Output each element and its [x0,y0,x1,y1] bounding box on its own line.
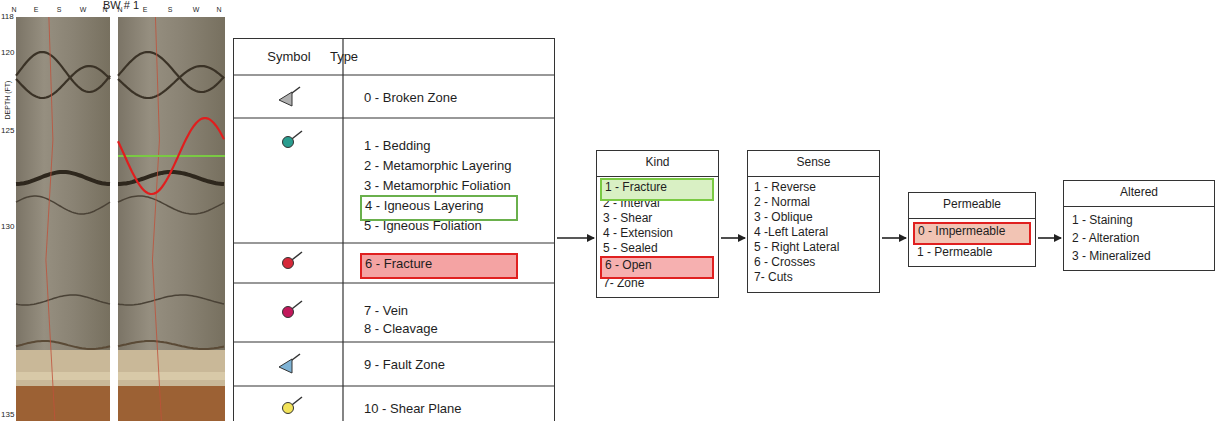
header-text: Permeable [909,197,1035,211]
flow-arrow [721,237,745,239]
compass-mark: S [168,6,173,14]
altered-box: Altered 1 - Staining 2 - Alteration 3 - Min… [1063,180,1215,271]
header-rule [748,176,879,177]
highlight-box: 4 - Igneous Layering [360,195,518,221]
fracture-symbol [283,252,303,269]
compass-mark: E [143,6,148,14]
compass-mark: N [216,6,221,14]
depth-tick: 125 [1,126,14,136]
permeable-box: Permeable 1 - Permeable 0 - Impermeable [908,192,1036,267]
vein-symbol [283,301,303,318]
header-text: Kind [597,155,718,169]
depth-tick: 135 [1,410,14,420]
header-rule [597,176,718,177]
rock-trace [152,17,161,421]
header-text: Type [238,49,450,65]
item-text: 0 - Impermeable [918,224,1005,238]
igneous-layer-trace [118,155,225,157]
depth-tick: 120 [1,48,14,58]
item-text: 1 - Bedding [364,138,431,154]
item-text: 1 - Staining [1072,213,1133,227]
rock-trace [46,17,55,421]
item-text: 3 - Shear [603,211,652,225]
axis-title: DEPTH (FT) [4,81,12,120]
item-text: 4 - Igneous Layering [365,198,484,214]
kind-box: Kind2 - Interval3 - Shear4 - Extension5 … [596,150,719,298]
rock-trace [16,66,110,98]
broken-zone-symbol [279,87,300,106]
table-grid [233,38,555,421]
item-text: 7 - Vein [364,303,408,319]
borehole-strip [16,17,110,421]
header-text: Sense [748,155,879,169]
borehole-strip [118,17,225,421]
highlight-box: 1 - Fracture [600,178,714,201]
sense-box: Sense 1 - Reverse2 - Normal3 - Oblique4 -… [747,150,880,293]
item-text: 1 - Permeable [917,245,992,259]
flow-arrow [1038,237,1061,239]
rock-trace [16,172,110,184]
item-text: 2 - Normal [754,195,810,209]
item-text: 0 - Broken Zone [364,90,457,106]
type-table: SymbolType 0 - Broken Zone 1 - Bedding 2 - … [233,38,555,421]
item-text: 7- Cuts [754,270,793,284]
bedding-symbol [283,131,303,148]
header-rule [909,218,1035,219]
rock-trace [118,341,224,349]
item-text: 10 - Shear Plane [364,401,462,417]
item-text: 3 - Metamorphic Foliation [364,178,511,194]
highlight-box: 6 - Open [600,256,714,279]
item-text: 6 - Open [605,258,652,272]
compass-mark: N [102,6,107,14]
highlight-box: 6 - Fracture [360,253,518,279]
item-text: 5 - Right Lateral [754,240,839,254]
compass-mark: S [57,6,62,14]
item-text: 8 - Cleavage [364,321,438,337]
item-text: 4 -Left Lateral [754,225,828,239]
fracture-sinusoid [118,118,224,194]
compass-mark: W [80,6,87,14]
item-text: 3 - Oblique [754,210,813,224]
flow-arrow [882,237,906,239]
highlight-box: 0 - Impermeable [913,222,1031,245]
item-text: 9 - Fault Zone [364,357,445,373]
fault-zone-symbol [279,354,300,373]
flow-arrow [557,237,594,239]
strip-curves [16,17,224,421]
item-text: 5 - Sealed [603,241,658,255]
item-text: 4 - Extension [603,226,673,240]
rock-trace [16,341,110,349]
shear-plane-symbol [283,397,303,414]
rock-trace [118,196,224,214]
header-text: Altered [1064,185,1214,199]
compass-mark: E [34,6,39,14]
rock-trace [16,295,110,305]
item-text: 1 - Fracture [605,180,667,194]
compass-mark: W [193,6,200,14]
depth-tick: 130 [1,222,14,232]
item-text: 2 - Alteration [1072,231,1139,245]
depth-tick: 118 [1,12,14,22]
item-text: 1 - Reverse [754,180,816,194]
rock-trace [118,295,224,305]
item-text: 6 - Crosses [754,255,815,269]
fracture-sinusoid [118,118,224,194]
rock-trace [16,196,110,214]
rock-trace [118,66,224,98]
item-text: 2 - Metamorphic Layering [364,158,511,174]
header-text: Symbol [234,49,344,65]
item-text: 6 - Fracture [365,256,432,272]
compass-mark: N [117,6,122,14]
header-rule [1064,206,1214,207]
item-text: 3 - Mineralized [1072,249,1151,263]
